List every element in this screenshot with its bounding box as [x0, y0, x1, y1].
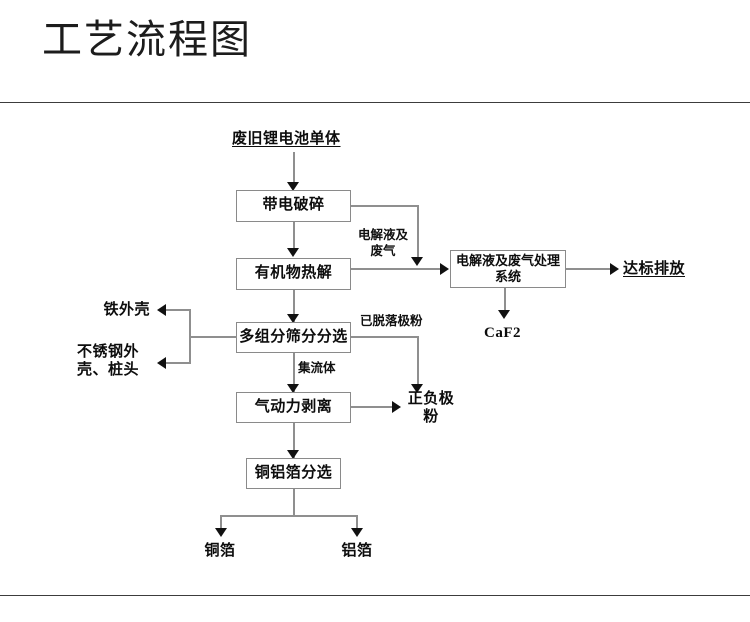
connector-gas-treatment-to-caf2 [504, 288, 506, 314]
terminal-copper-foil: 铜箔 [204, 543, 236, 559]
connector-to-stainless-shell [162, 362, 191, 364]
arrow-to-stainless-shell [157, 357, 166, 369]
node-copper-aluminum-foil-sorting[interactable]: 铜铝箔分选 [246, 458, 341, 489]
node-organic-pyrolysis[interactable]: 有机物热解 [236, 258, 351, 290]
connector-sorting-left-bus [190, 336, 237, 338]
terminal-caf2: CaF2 [484, 325, 521, 341]
terminal-iron-shell: 铁外壳 [103, 302, 150, 318]
connector-gas-treatment-to-emission [566, 268, 614, 270]
arrow-to-iron-shell [157, 304, 166, 316]
arrow-crush-to-pyrolysis [287, 248, 299, 257]
header-divider [0, 102, 750, 103]
terminal-aluminum-foil: 铝箔 [341, 543, 373, 559]
edge-label-detached-powder: 已脱落极粉 [360, 314, 423, 328]
connector-to-aluminum-foil [356, 515, 358, 532]
arrow-sorting-to-pneumatic [287, 384, 299, 393]
terminal-electrode-powder: 正负极粉 [407, 391, 455, 425]
terminal-compliant-emission: 达标排放 [623, 261, 686, 277]
connector-pyrolysis-to-gas-treatment [351, 268, 443, 270]
terminal-stainless-shell-terminal: 不锈钢外壳、桩头 [76, 344, 139, 378]
node-multicomponent-screening-sorting[interactable]: 多组分筛分分选 [236, 322, 351, 353]
edge-label-current-collector: 集流体 [298, 361, 336, 375]
connector-sorting-down-to-powder [417, 336, 419, 388]
connector-pneumatic-to-electrode-powder [351, 406, 395, 408]
connector-crush-to-pyrolysis [293, 222, 295, 252]
node-electrolyte-gas-treatment-system[interactable]: 电解液及废气处理系统 [450, 250, 566, 288]
arrow-gas-treatment-to-emission [610, 263, 619, 275]
arrow-pneumatic-to-foil-sorting [287, 450, 299, 459]
footer-divider [0, 595, 750, 596]
connector-input-to-crush [293, 152, 295, 186]
terminal-waste-battery-cell: 废旧锂电池单体 [232, 131, 341, 147]
connector-crush-right [351, 205, 419, 207]
node-charged-crushing[interactable]: 带电破碎 [236, 190, 351, 222]
arrow-pyrolysis-to-sorting [287, 314, 299, 323]
connector-pneumatic-to-foil-sorting [293, 423, 295, 458]
connector-foil-split-bus [220, 515, 358, 517]
arrow-crush-gas-merge [411, 257, 423, 266]
edge-label-electrolyte-waste-gas: 电解液及废气 [357, 228, 408, 258]
arrow-to-copper-foil [215, 528, 227, 537]
arrow-pneumatic-to-electrode-powder [392, 401, 401, 413]
connector-foil-sorting-down [293, 489, 295, 516]
arrow-sorting-to-electrode-powder [411, 384, 423, 393]
connector-to-iron-shell [162, 309, 191, 311]
arrow-pyrolysis-to-gas-treatment [440, 263, 449, 275]
page-title: 工艺流程图 [42, 18, 252, 62]
connector-pyrolysis-to-sorting [293, 290, 295, 322]
connector-sorting-left-vertical [189, 309, 191, 364]
process-flow-diagram: 废旧锂电池单体 带电破碎 电解液及废气 有机物热解 电解液及废气处理系统 达标排… [0, 102, 750, 595]
arrow-gas-treatment-to-caf2 [498, 310, 510, 319]
connector-sorting-right [351, 336, 419, 338]
arrow-to-aluminum-foil [351, 528, 363, 537]
arrow-input-to-crush [287, 182, 299, 191]
connector-crush-down-to-gas-line [417, 205, 419, 261]
node-pneumatic-stripping[interactable]: 气动力剥离 [236, 392, 351, 423]
connector-sorting-to-pneumatic [293, 353, 295, 392]
connector-to-copper-foil [220, 515, 222, 532]
